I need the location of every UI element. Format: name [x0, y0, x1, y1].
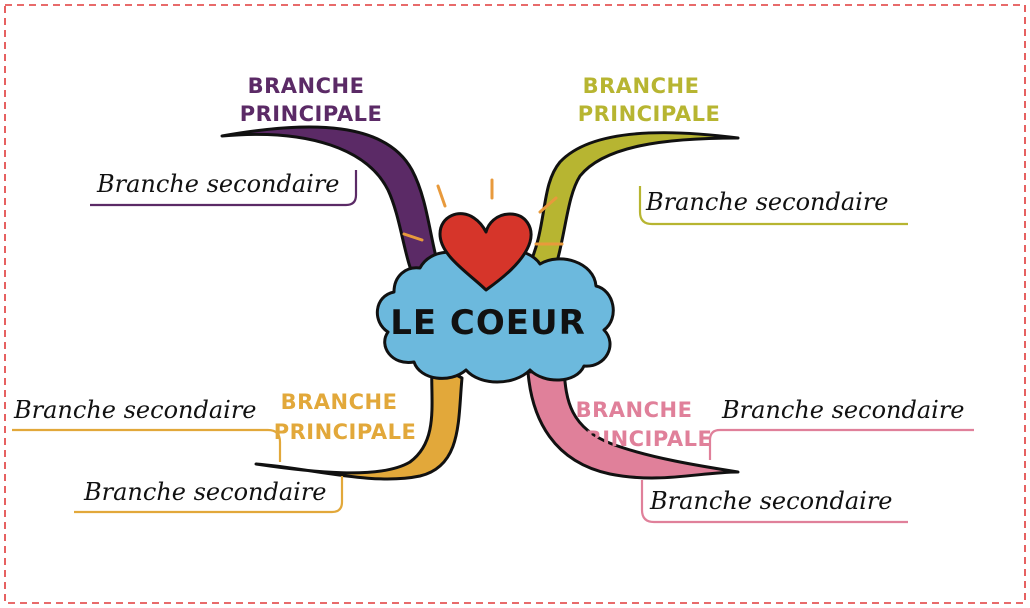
secondary-line: [12, 428, 282, 462]
main-label-line1: BRANCHE: [583, 74, 700, 98]
main-label-line2: PRINCIPALE: [274, 420, 417, 444]
branch-top-left: BRANCHE PRINCIPALE Branche secondaire: [90, 74, 442, 288]
center-cloud: [375, 248, 615, 384]
secondary-label: Branche secondaire: [96, 170, 340, 198]
main-label-line2: PRINCIPALE: [240, 102, 383, 126]
secondary-label: Branche secondaire: [13, 396, 257, 424]
branch-bottom-left: BRANCHE PRINCIPALE Branche secondaire Br…: [12, 360, 464, 514]
secondary-line: [708, 428, 974, 460]
secondary-line: [90, 170, 358, 207]
main-label-line2: PRINCIPALE: [570, 427, 713, 451]
secondary-line: [640, 480, 908, 524]
branch-top-right: BRANCHE PRINCIPALE Branche secondaire: [526, 74, 908, 280]
main-label-line2: PRINCIPALE: [578, 102, 721, 126]
main-label-line1: BRANCHE: [576, 398, 693, 422]
secondary-label: Branche secondaire: [83, 478, 327, 506]
secondary-label: Branche secondaire: [649, 487, 893, 515]
secondary-line: [638, 186, 908, 226]
heart-icon: [438, 212, 533, 292]
dashed-frame: [4, 4, 1026, 604]
main-branch-shape: [526, 368, 740, 480]
branch-bottom-right: BRANCHE PRINCIPALE Branche secondaire Br…: [526, 368, 974, 524]
secondary-line: [74, 476, 344, 514]
center-label: LE COEUR: [390, 303, 586, 343]
secondary-label: Branche secondaire: [721, 396, 965, 424]
secondary-label: Branche secondaire: [645, 188, 889, 216]
heart-rays: [402, 178, 564, 246]
main-branch-shape: [220, 125, 442, 288]
main-label-line1: BRANCHE: [248, 74, 365, 98]
main-label-line1: BRANCHE: [281, 390, 398, 414]
